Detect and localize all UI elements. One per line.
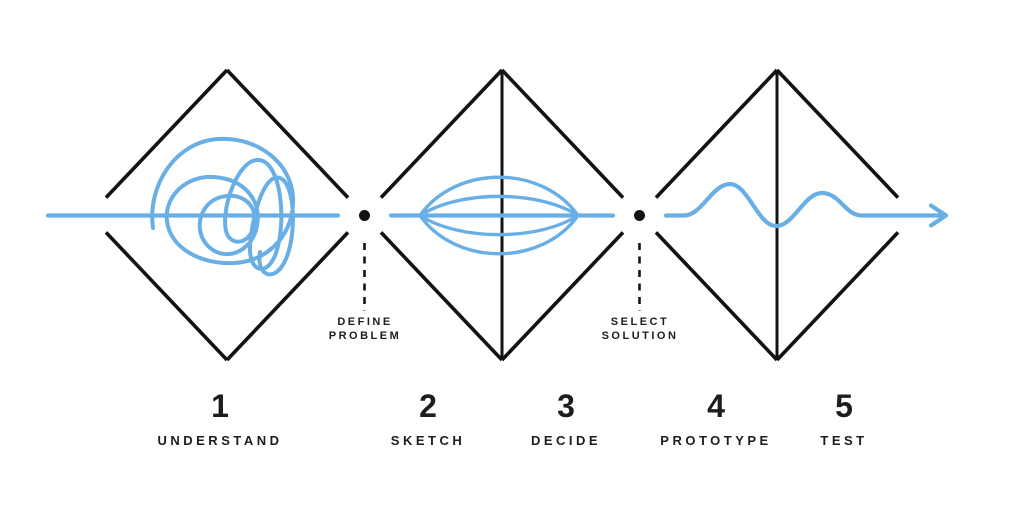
wave-line xyxy=(663,181,943,229)
stage-number: 4 xyxy=(707,388,725,424)
stage-name: UNDERSTAND xyxy=(157,433,283,448)
stage-1-understand: 1 UNDERSTAND xyxy=(157,390,282,448)
milestone-line-1: SELECT xyxy=(610,316,670,328)
scribble-icon xyxy=(150,136,296,277)
stage-3-decide: 3 DECIDE xyxy=(531,390,601,448)
milestone-dot-select-solution xyxy=(634,210,645,221)
stage-4-prototype: 4 PROTOTYPE xyxy=(660,390,771,448)
stage-number: 1 xyxy=(211,388,229,424)
diamond-3-outline xyxy=(654,68,900,362)
stage-name: TEST xyxy=(820,433,868,448)
stage-name: SKETCH xyxy=(390,433,466,448)
milestone-label-select-solution: SELECT SOLUTION xyxy=(602,315,679,343)
fan-lines-icon xyxy=(418,175,580,256)
diamond-1-outline xyxy=(104,68,350,362)
diamond-2-outline xyxy=(379,68,625,362)
milestone-label-define-problem: DEFINE PROBLEM xyxy=(329,315,402,343)
stage-number: 3 xyxy=(557,388,575,424)
milestone-line-1: DEFINE xyxy=(337,316,393,328)
milestone-line-2: SOLUTION xyxy=(601,330,679,342)
stage-number: 2 xyxy=(419,388,437,424)
stage-5-test: 5 TEST xyxy=(820,390,867,448)
flow-arrowhead-icon xyxy=(928,203,949,228)
stage-2-sketch: 2 SKETCH xyxy=(391,390,465,448)
stage-number: 5 xyxy=(835,388,853,424)
stage-name: DECIDE xyxy=(530,433,602,448)
stage-name: PROTOTYPE xyxy=(660,433,772,448)
milestone-line-2: PROBLEM xyxy=(328,330,402,342)
milestone-dot-define-problem xyxy=(359,210,370,221)
